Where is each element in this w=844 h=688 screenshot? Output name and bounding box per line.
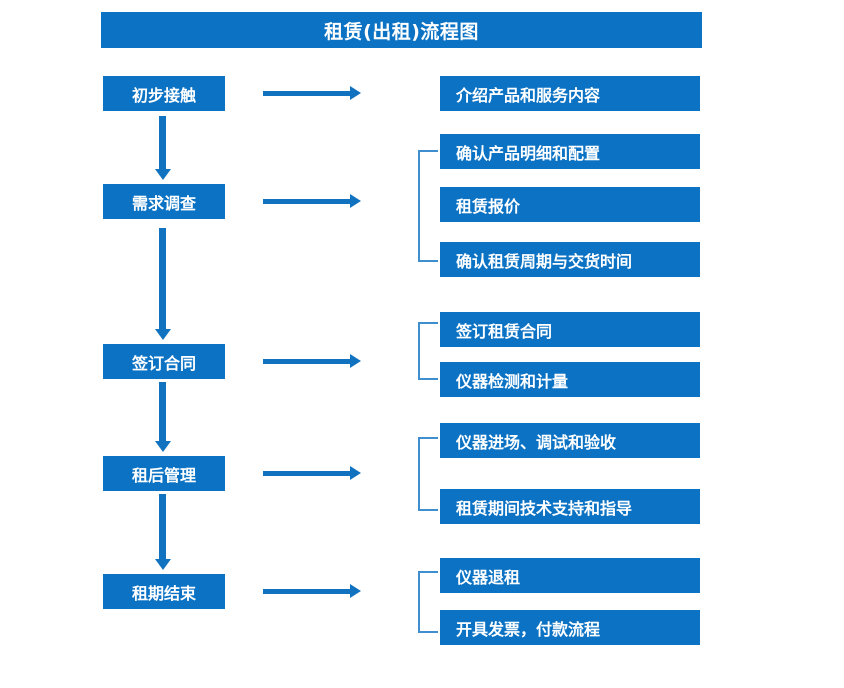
detail-box-4[interactable]: 确认租赁周期与交货时间 [440, 242, 700, 277]
diagram-title: 租赁(出租)流程图 [101, 12, 702, 48]
detail-box-1[interactable]: 介绍产品和服务内容 [440, 76, 700, 111]
group-bracket-4 [418, 437, 438, 511]
detail-box-3[interactable]: 租赁报价 [440, 187, 700, 222]
vertical-arrow-4-5 [155, 494, 171, 570]
vertical-arrow-2-3 [155, 228, 171, 340]
group-bracket-3 [418, 322, 438, 380]
horizontal-arrow-2 [263, 194, 361, 208]
vertical-arrow-1-2 [155, 116, 171, 180]
stage-box-4[interactable]: 租后管理 [103, 456, 225, 491]
stage-box-2[interactable]: 需求调查 [103, 184, 225, 219]
detail-box-9[interactable]: 仪器退租 [440, 558, 700, 593]
group-bracket-5 [418, 571, 438, 633]
horizontal-arrow-1 [263, 86, 361, 100]
stage-box-3[interactable]: 签订合同 [103, 344, 225, 379]
vertical-arrow-3-4 [155, 382, 171, 452]
horizontal-arrow-4 [263, 466, 361, 480]
detail-box-7[interactable]: 仪器进场、调试和验收 [440, 423, 700, 458]
horizontal-arrow-3 [263, 354, 361, 368]
stage-box-5[interactable]: 租期结束 [103, 574, 225, 609]
stage-box-1[interactable]: 初步接触 [103, 76, 225, 111]
detail-box-5[interactable]: 签订租赁合同 [440, 312, 700, 347]
detail-box-6[interactable]: 仪器检测和计量 [440, 362, 700, 397]
detail-box-10[interactable]: 开具发票，付款流程 [440, 610, 700, 645]
horizontal-arrow-5 [263, 584, 361, 598]
detail-box-2[interactable]: 确认产品明细和配置 [440, 134, 700, 169]
detail-box-8[interactable]: 租赁期间技术支持和指导 [440, 489, 700, 524]
group-bracket-2 [418, 150, 438, 262]
